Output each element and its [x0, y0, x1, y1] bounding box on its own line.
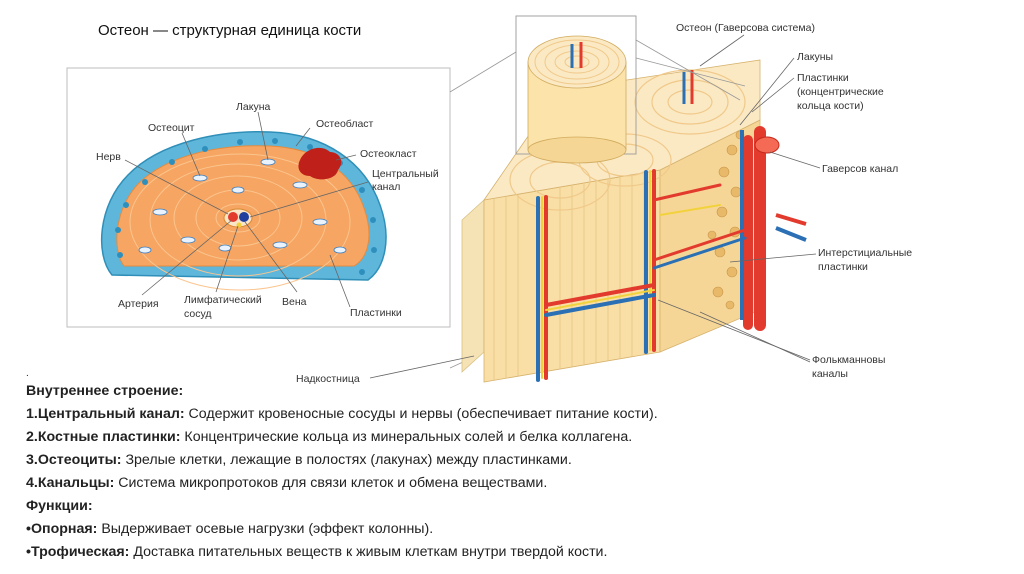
label-nerve: Нерв — [96, 151, 121, 163]
label-vein: Вена — [282, 296, 307, 308]
page-title: Остеон — структурная единица кости — [98, 22, 362, 39]
osteon-cross-section — [100, 131, 387, 291]
label-lymph-2: сосуд — [184, 308, 212, 320]
lymph-dot — [236, 222, 242, 228]
label-osteocyte: Остеоцит — [148, 122, 195, 134]
label-haversian-canal: Гаверсов канал — [822, 163, 898, 175]
label-lamellae: Пластинки — [350, 307, 402, 319]
structure-item-1: 1.Центральный канал: Содержит кровеносны… — [26, 406, 658, 422]
label-volkmann-2: каналы — [812, 368, 848, 380]
label-lamellae-r3: кольца кости) — [797, 100, 864, 112]
vein-dot — [239, 212, 249, 222]
structure-heading: Внутреннее строение: — [26, 383, 184, 399]
function-item-2: •Трофическая: Доставка питательных вещес… — [26, 544, 608, 560]
bone-block-3d — [449, 15, 807, 383]
description-text: . Внутреннее строение: 1.Центральный кан… — [26, 368, 1006, 564]
osteon-diagram: Лакуна Остеоцит Остеобласт Нерв Остеокла… — [66, 15, 912, 385]
label-central-canal-2: канал — [372, 181, 400, 193]
label-lamellae-r2: (концентрические — [797, 86, 884, 98]
periosteum-layer — [461, 199, 485, 373]
osteoclast-cell — [298, 147, 342, 180]
structure-item-3: 3.Остеоциты: Зрелые клетки, лежащие в по… — [26, 452, 572, 468]
label-osteoclast: Остеокласт — [360, 148, 417, 160]
osteocytes — [138, 158, 347, 254]
function-item-1: •Опорная: Выдерживает осевые нагрузки (э… — [26, 521, 434, 537]
label-interstitial-2: пластинки — [818, 261, 868, 273]
structure-item-2: 2.Костные пластинки: Концентрические кол… — [26, 429, 633, 445]
label-central-canal-1: Центральный — [372, 168, 439, 180]
label-interstitial-1: Интерстициальные — [818, 247, 912, 259]
label-osteon-haversian: Остеон (Гаверсова система) — [676, 22, 815, 34]
osteon-cylinder — [527, 35, 627, 164]
label-osteoblast: Остеобласт — [316, 118, 374, 130]
label-lymph-1: Лимфатический — [184, 294, 262, 306]
artery-dot — [228, 212, 238, 222]
label-lamellae-r1: Пластинки — [797, 72, 849, 84]
label-lacunae: Лакуны — [797, 51, 833, 63]
label-artery: Артерия — [118, 298, 159, 310]
functions-heading: Функции: — [26, 498, 93, 514]
label-volkmann-1: Фолькманновы — [812, 354, 885, 366]
structure-item-4: 4.Канальцы: Система микропротоков для св… — [26, 475, 548, 491]
label-lacuna: Лакуна — [236, 101, 270, 113]
stray-dot: . — [26, 368, 29, 379]
label-periosteum: Надкостница — [296, 373, 360, 385]
